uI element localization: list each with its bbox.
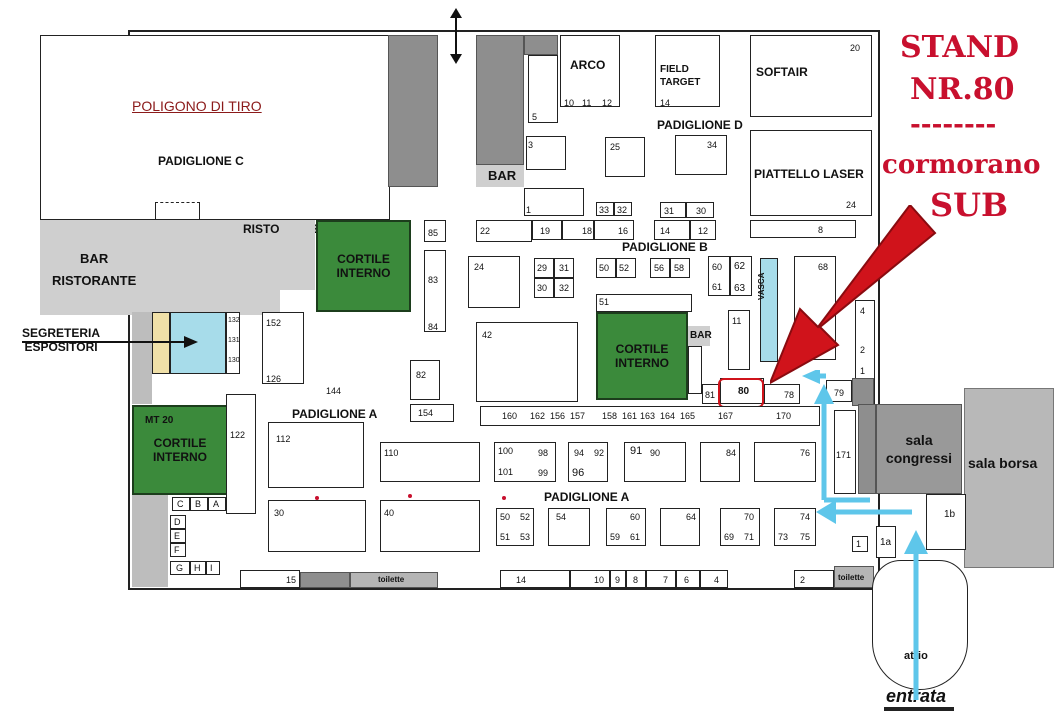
segreteria-label: SEGRETERIA ESPOSITORI — [22, 326, 101, 354]
bar-ristorante-area — [40, 220, 280, 315]
arco-area — [560, 35, 620, 107]
callout-number: NR.80 — [910, 72, 1015, 107]
callout-divider: -------- — [910, 110, 997, 140]
grey-hall-passage — [280, 220, 315, 290]
callout-company-suffix: SUB — [930, 186, 1009, 224]
stand-144: 144 — [326, 386, 342, 396]
toilette-bottom — [350, 572, 438, 588]
piattello-laser — [750, 130, 872, 216]
grey-bottom-1 — [300, 572, 350, 588]
bar-ristorante-label: BAR RISTORANTE — [52, 251, 137, 288]
stand-30 — [268, 500, 366, 552]
stand-132-130 — [226, 312, 240, 374]
stand-112 — [268, 422, 364, 488]
sala-borsa — [964, 388, 1054, 568]
pointer-arrow-icon — [770, 205, 937, 385]
grey-corridor-c — [388, 35, 438, 187]
callout-company: cormorano — [882, 150, 1041, 180]
stand-40 — [380, 500, 480, 552]
poligono-label: POLIGONO DI TIRO — [132, 98, 262, 114]
padiglione-b-label: PADIGLIONE B — [622, 240, 708, 254]
cortile-interno-3: CORTILE INTERNO — [132, 405, 228, 495]
mt20-label: MT 20 — [145, 415, 174, 426]
stand-80-highlight — [718, 378, 764, 408]
stand-152-126 — [262, 312, 304, 384]
cortile-interno-1: CORTILE INTERNO — [316, 220, 411, 312]
atrio — [872, 560, 968, 690]
cortile-interno-2: CORTILE INTERNO — [596, 312, 688, 400]
route-arrows-icon — [802, 370, 928, 700]
up-down-arrow-icon — [450, 8, 462, 64]
stand-15 — [240, 570, 300, 588]
grey-corridor-b — [476, 35, 524, 165]
field-target — [655, 35, 720, 107]
stand-14-bottom — [500, 570, 570, 588]
stand-80: 80 — [738, 386, 750, 397]
padiglione-a-label-2: PADIGLIONE A — [544, 490, 630, 504]
vasca — [760, 258, 778, 362]
grey-left-lower — [132, 495, 168, 587]
grey-left-column — [132, 312, 152, 404]
bar-area — [476, 165, 524, 187]
bar-label: BAR — [488, 168, 517, 183]
padiglione-c — [40, 35, 390, 220]
arrow-right-icon — [22, 336, 198, 348]
stand-110 — [380, 442, 480, 482]
padiglione-c-gate — [155, 202, 200, 220]
sala-congressi: sala congressi — [876, 404, 962, 494]
segreteria-stand — [170, 312, 226, 374]
padiglione-d-label: PADIGLIONE D — [657, 118, 743, 132]
softair — [750, 35, 872, 117]
callout-stand: STAND — [900, 30, 1020, 65]
stand-122 — [226, 394, 256, 514]
padiglione-c-label: PADIGLIONE C — [158, 154, 244, 168]
padiglione-a-label-1: PADIGLIONE A — [292, 407, 378, 421]
